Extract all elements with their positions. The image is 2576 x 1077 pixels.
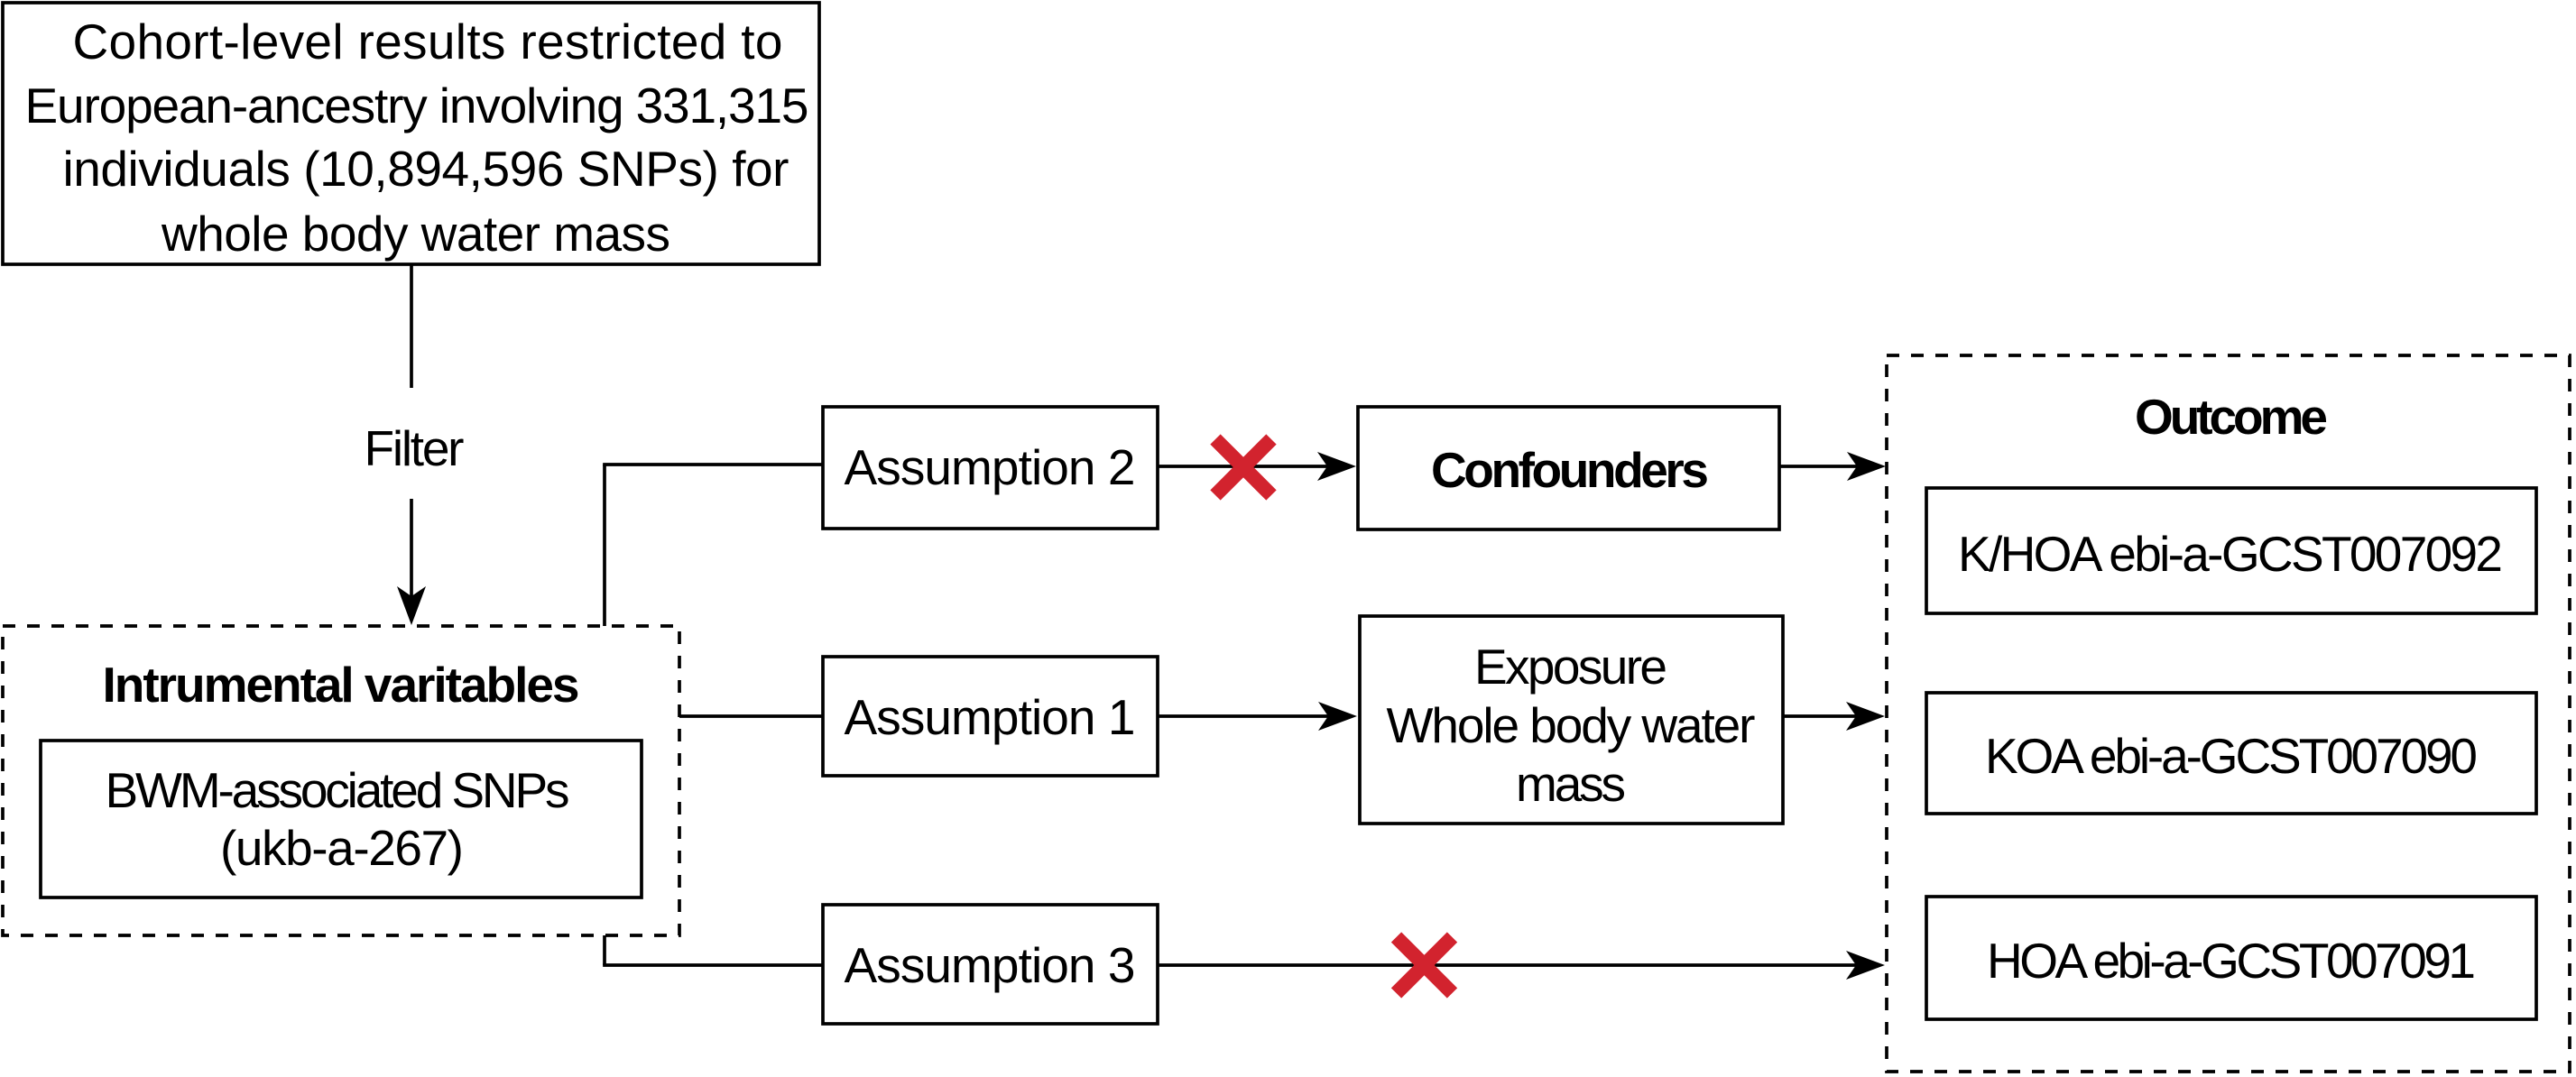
svg-text:individuals (10,894,596 SNPs): individuals (10,894,596 SNPs) for [63, 141, 789, 197]
svg-text:Confounders: Confounders [1431, 442, 1709, 498]
svg-text:Whole body water: Whole body water [1387, 697, 1756, 753]
svg-text:whole body water mass: whole body water mass [161, 206, 670, 262]
svg-text:K/HOA ebi-a-GCST007092: K/HOA ebi-a-GCST007092 [1958, 526, 2503, 582]
svg-text:BWM-associated SNPs: BWM-associated SNPs [106, 762, 570, 818]
svg-text:Exposure: Exposure [1474, 639, 1667, 695]
svg-text:Assumption 3: Assumption 3 [845, 937, 1136, 993]
svg-text:(ukb-a-267): (ukb-a-267) [220, 820, 464, 876]
svg-text:Intrumental varitables: Intrumental varitables [103, 657, 580, 713]
svg-text:KOA ebi-a-GCST007090: KOA ebi-a-GCST007090 [1985, 728, 2478, 784]
svg-text:HOA ebi-a-GCST007091: HOA ebi-a-GCST007091 [1987, 933, 2476, 989]
svg-text:Filter: Filter [365, 420, 465, 476]
svg-text:Assumption 1: Assumption 1 [845, 689, 1136, 745]
svg-text:Outcome: Outcome [2135, 389, 2328, 445]
svg-text:mass: mass [1516, 756, 1626, 812]
svg-text:Cohort-level results restricte: Cohort-level results restricted to [73, 14, 783, 69]
svg-text:European-ancestry involving 33: European-ancestry involving 331,315 [25, 78, 809, 133]
svg-text:Assumption 2: Assumption 2 [845, 439, 1136, 495]
